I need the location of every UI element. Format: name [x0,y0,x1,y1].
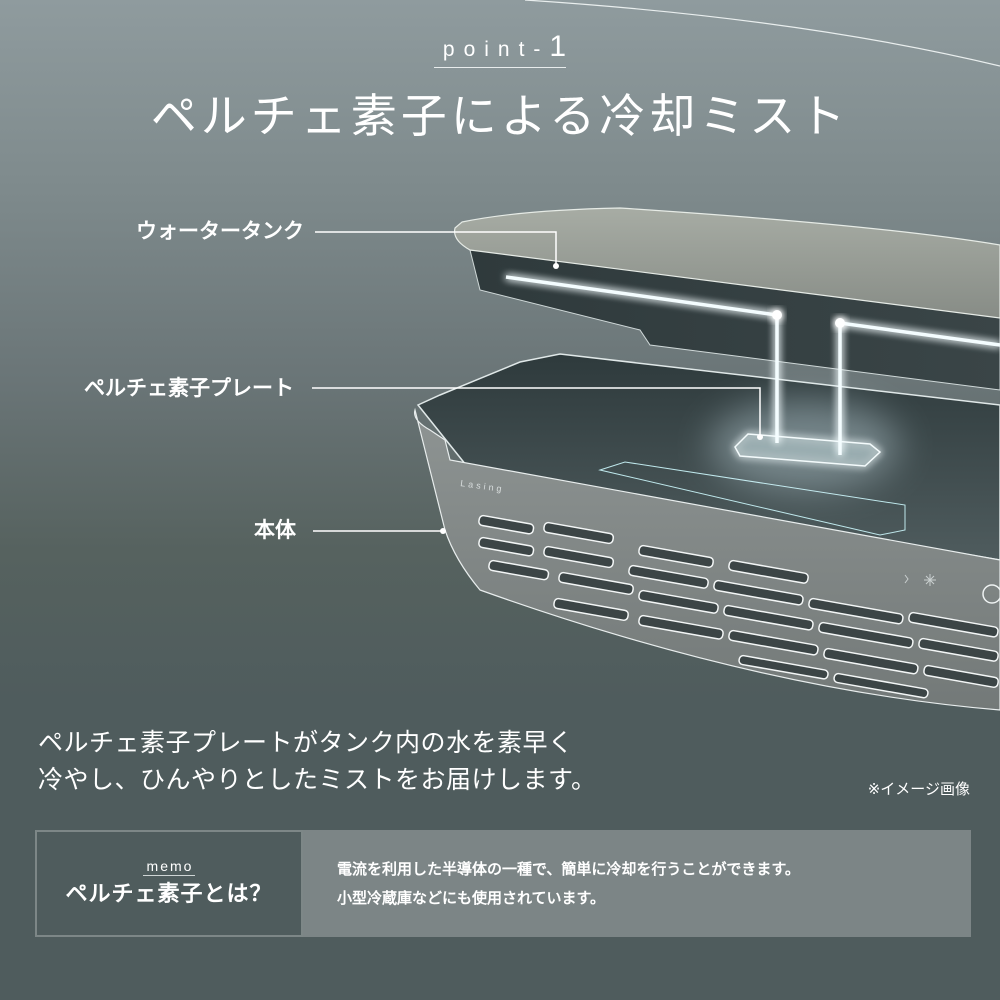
mist-icon [982,584,1000,604]
point-text: point- [442,38,550,61]
memo-tag: memo [142,858,196,876]
image-note: ※イメージ画像 [867,780,970,798]
glow-lines [505,275,1000,455]
memo-heading: ペルチェ素子とは？ [65,881,273,907]
page-title: ペルチェ素子による冷却ミスト [150,89,850,143]
memo-line-1: 電流を利用した半導体の一種で、簡単に冷却を行うことができます。 [337,859,800,878]
description-line-2: 冷やし、ひんやりとしたミストをお届けします。 [38,765,597,794]
memo-heading-panel: memo ペルチェ素子とは？ [35,830,303,937]
snowflake-icon [924,574,936,586]
leader-lines [312,231,761,532]
point-number: 1 [549,30,567,63]
svg-text:Lasing: Lasing [460,478,505,494]
memo-box: memo ペルチェ素子とは？ 電流を利用した半導体の一種で、簡単に冷却を行うこと… [35,830,971,937]
vent-grille [478,514,999,699]
description-line-1: ペルチェ素子プレートがタンク内の水を素早く [38,728,574,757]
callout-water-tank: ウォータータンク [136,219,304,243]
memo-line-2: 小型冷蔵庫などにも使用されています。 [337,888,606,907]
callout-body: 本体 [254,518,296,542]
callout-peltier-plate: ペルチェ素子プレート [84,376,294,400]
power-icon [904,574,909,584]
memo-body: 電流を利用した半導体の一種で、簡単に冷却を行うことができます。 小型冷蔵庫などに… [303,830,971,937]
description: ペルチェ素子プレートがタンク内の水を素早く 冷やし、ひんやりとしたミストをお届け… [38,724,597,798]
point-label: point-1 [0,32,1000,68]
